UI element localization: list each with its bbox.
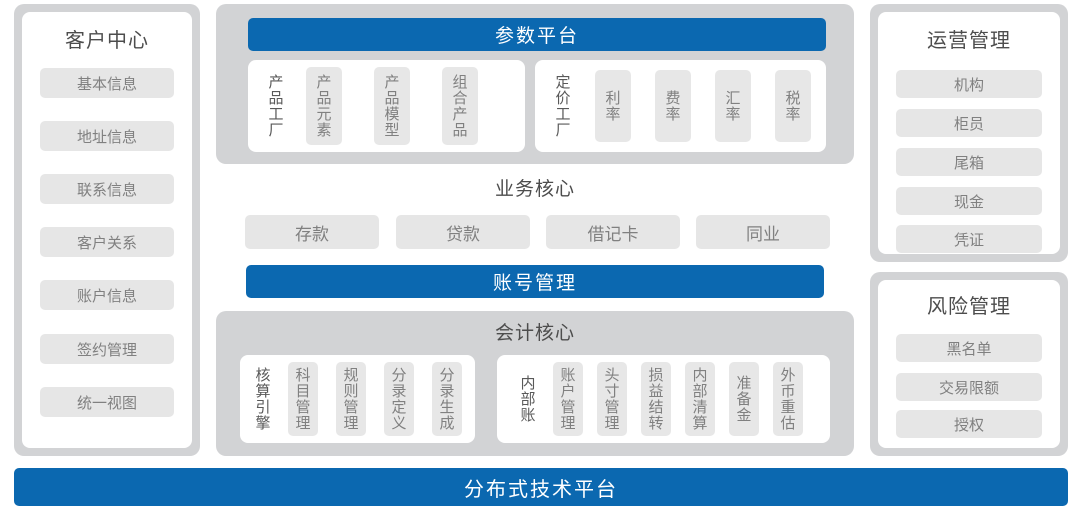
business-core-item-deposit[interactable]: 存款 xyxy=(245,215,379,249)
risk-item-transaction-limit[interactable]: 交易限额 xyxy=(896,373,1042,401)
risk-management-title: 风险管理 xyxy=(927,294,1011,318)
tax-rate-chip[interactable]: 税率 xyxy=(775,70,811,142)
product-model-chip[interactable]: 产品模型 xyxy=(374,67,410,145)
exchange-rate-chip[interactable]: 汇率 xyxy=(715,70,751,142)
product-factory-label: 产品工厂 xyxy=(266,74,285,138)
customer-center-item-relationship[interactable]: 客户关系 xyxy=(40,227,174,257)
operations-item-voucher[interactable]: 凭证 xyxy=(896,225,1042,253)
product-factory-group: 产品工厂 产品元素 产品模型 组合产品 xyxy=(248,60,525,152)
rule-management-chip[interactable]: 规则管理 xyxy=(336,362,366,436)
customer-center-item-contact-info[interactable]: 联系信息 xyxy=(40,174,174,204)
risk-item-authorization[interactable]: 授权 xyxy=(896,410,1042,438)
internal-account-label: 内部账 xyxy=(518,375,537,423)
operations-item-institution[interactable]: 机构 xyxy=(896,70,1042,98)
position-management-chip[interactable]: 头寸管理 xyxy=(597,362,627,436)
pricing-factory-group: 定价工厂 利率 费率 汇率 税率 xyxy=(535,60,826,152)
accounting-engine-group: 核算引擎 科目管理 规则管理 分录定义 分录生成 xyxy=(240,355,475,443)
operations-item-cash[interactable]: 现金 xyxy=(896,187,1042,215)
risk-item-blacklist[interactable]: 黑名单 xyxy=(896,334,1042,362)
customer-center-item-account-info[interactable]: 账户信息 xyxy=(40,280,174,310)
accounting-core-title: 会计核心 xyxy=(494,322,575,344)
provision-chip[interactable]: 准备金 xyxy=(729,362,759,436)
distributed-tech-platform-banner: 分布式技术平台 xyxy=(14,468,1068,506)
entry-definition-chip[interactable]: 分录定义 xyxy=(384,362,414,436)
customer-center-title: 客户中心 xyxy=(65,28,149,52)
business-core-item-interbank[interactable]: 同业 xyxy=(696,215,830,249)
accounting-engine-label: 核算引擎 xyxy=(253,367,272,431)
business-core-title: 业务核心 xyxy=(494,178,575,200)
foreign-currency-revaluation-chip[interactable]: 外币重估 xyxy=(773,362,803,436)
product-element-chip[interactable]: 产品元素 xyxy=(306,67,342,145)
operations-item-teller[interactable]: 柜员 xyxy=(896,109,1042,137)
account-management-banner: 账号管理 xyxy=(246,265,824,298)
entry-generation-chip[interactable]: 分录生成 xyxy=(432,362,462,436)
operations-management-title: 运营管理 xyxy=(927,28,1011,52)
customer-center-item-basic-info[interactable]: 基本信息 xyxy=(40,68,174,98)
fee-rate-chip[interactable]: 费率 xyxy=(655,70,691,142)
account-management-chip[interactable]: 账户管理 xyxy=(553,362,583,436)
subject-management-chip[interactable]: 科目管理 xyxy=(288,362,318,436)
customer-center-item-contract-mgmt[interactable]: 签约管理 xyxy=(40,334,174,364)
internal-settlement-chip[interactable]: 内部清算 xyxy=(685,362,715,436)
operations-item-cash-box[interactable]: 尾箱 xyxy=(896,148,1042,176)
pricing-factory-label: 定价工厂 xyxy=(553,74,572,138)
interest-rate-chip[interactable]: 利率 xyxy=(595,70,631,142)
customer-center-item-unified-view[interactable]: 统一视图 xyxy=(40,387,174,417)
parameter-platform-banner: 参数平台 xyxy=(248,18,826,51)
business-core-item-debit-card[interactable]: 借记卡 xyxy=(546,215,680,249)
internal-account-group: 内部账 账户管理 头寸管理 损益结转 内部清算 准备金 外币重估 xyxy=(497,355,830,443)
business-core-item-loan[interactable]: 贷款 xyxy=(396,215,530,249)
customer-center-item-address-info[interactable]: 地址信息 xyxy=(40,121,174,151)
composite-product-chip[interactable]: 组合产品 xyxy=(442,67,478,145)
profit-loss-carryover-chip[interactable]: 损益结转 xyxy=(641,362,671,436)
